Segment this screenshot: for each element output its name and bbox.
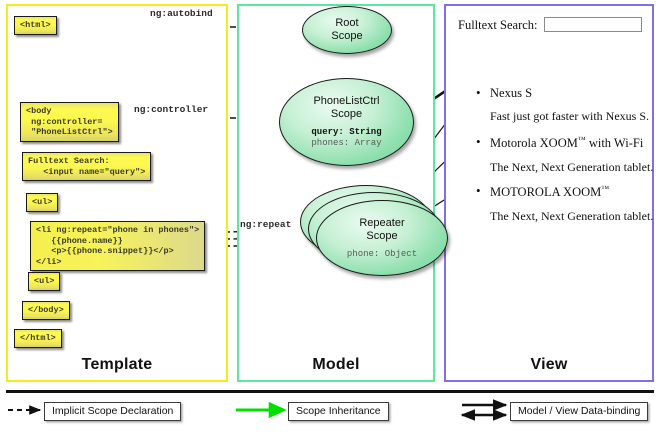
phone-list-item-name: MOTOROLA XOOM™ bbox=[476, 183, 610, 200]
legend-label-implicit-scope-declaration: Implicit Scope Declaration bbox=[44, 402, 182, 421]
scope-repeater-title-1: Repeater bbox=[359, 216, 405, 229]
code-block-body-open: <body ng:controller= "PhoneListCtrl"> bbox=[20, 102, 119, 142]
legend-divider bbox=[6, 390, 654, 393]
fulltext-search-input[interactable] bbox=[544, 17, 642, 32]
code-block-body-close: </body> bbox=[22, 301, 70, 320]
code-block-ul-open: <ul> bbox=[26, 193, 59, 212]
code-block-html-close: </html> bbox=[14, 329, 62, 348]
scope-repeater: Repeater Scope phone: Object bbox=[316, 200, 448, 276]
scope-repeater-field-phone: phone: Object bbox=[346, 248, 418, 259]
label-ng-controller: ng:controller bbox=[134, 104, 209, 115]
panel-title-view: View bbox=[530, 356, 568, 373]
phone-name-2-suffix: with Wi-Fi bbox=[585, 136, 644, 151]
legend-label-scope-inheritance: Scope Inheritance bbox=[288, 402, 389, 421]
scope-repeater-title-2: Scope bbox=[366, 229, 398, 242]
phone-name-1: Nexus S bbox=[490, 86, 533, 100]
phone-list-item-name: Motorola XOOM™ with Wi-Fi bbox=[476, 134, 644, 151]
trademark-icon: ™ bbox=[601, 184, 610, 193]
scope-root-title-2: Scope bbox=[331, 30, 363, 42]
phone-name-3: MOTOROLA XOOM bbox=[490, 185, 602, 200]
scope-phonelistctrl: PhoneListCtrl Scope query: String phones… bbox=[279, 78, 414, 166]
label-ng-autobind: ng:autobind bbox=[150, 8, 213, 19]
scope-root: Root Scope bbox=[302, 6, 392, 54]
view-content: Fulltext Search: Nexus S Fast just got f… bbox=[450, 8, 653, 368]
trademark-icon: ™ bbox=[577, 135, 586, 144]
code-block-li-repeat: <li ng:repeat="phone in phones"> {{phone… bbox=[30, 221, 206, 271]
phone-list-item-snippet: Fast just got faster with Nexus S. bbox=[490, 109, 649, 123]
phone-list-item-name: Nexus S bbox=[476, 85, 533, 101]
scope-ctrl-field-phones: phones: Array bbox=[311, 138, 382, 148]
legend-label-model-view-data-binding: Model / View Data-binding bbox=[510, 402, 649, 421]
scope-ctrl-title-1: PhoneListCtrl bbox=[313, 95, 380, 107]
scope-ctrl-field-query: query: String bbox=[311, 127, 382, 137]
phone-name-2: Motorola XOOM bbox=[490, 136, 578, 151]
legend: Implicit Scope Declaration Scope Inherit… bbox=[0, 388, 660, 435]
code-block-html-open: <html> bbox=[14, 16, 57, 35]
phone-list-item-snippet: The Next, Next Generation tablet. bbox=[490, 209, 654, 223]
label-ng-repeat: ng:repeat bbox=[240, 219, 292, 230]
code-block-search-input: Fulltext Search: <input name="query"> bbox=[22, 152, 152, 181]
scope-ctrl-title-2: Scope bbox=[330, 108, 363, 120]
phone-list-item-snippet: The Next, Next Generation tablet. bbox=[490, 160, 654, 174]
code-block-ul-close: <ul> bbox=[28, 272, 61, 291]
fulltext-search-label: Fulltext Search: bbox=[458, 18, 538, 32]
scope-root-title-1: Root bbox=[335, 17, 359, 29]
panel-title-template: Template bbox=[81, 356, 153, 373]
panel-title-model: Model bbox=[312, 356, 360, 373]
